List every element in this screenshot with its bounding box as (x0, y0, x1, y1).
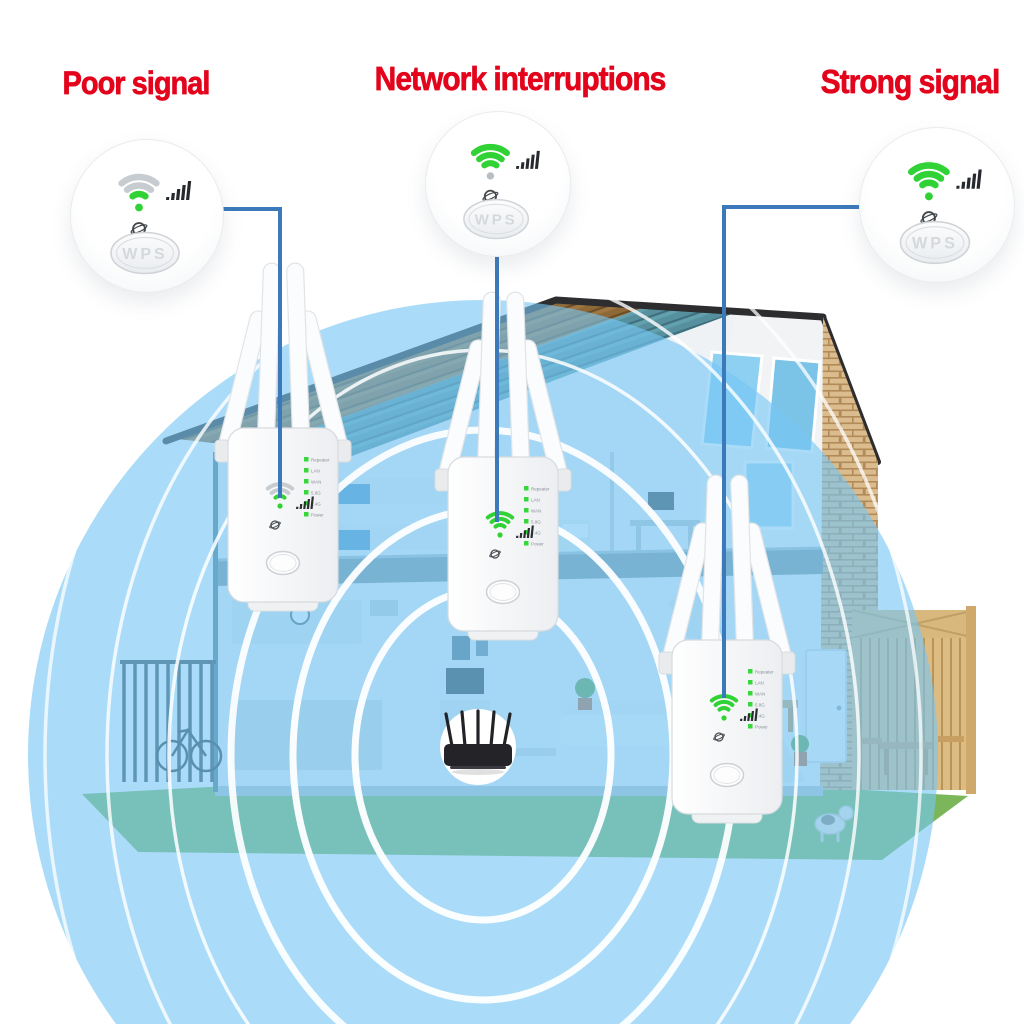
caption-strong-signal: Strong signal (820, 64, 1000, 102)
router (444, 709, 512, 775)
wifi-dot (135, 203, 143, 212)
signal-bars-icon (166, 181, 192, 200)
wps-button-label: WPS (912, 235, 958, 253)
wifi-dot (924, 192, 933, 201)
wifi-dot (486, 172, 495, 180)
wifi-arcs-strong (485, 511, 515, 538)
wps-button (463, 198, 530, 240)
callout-network-interruptions: WPS (425, 111, 571, 257)
callout-connectors (222, 205, 859, 698)
signal-ring (105, 268, 861, 1024)
wifi-icon-interrupted (470, 143, 510, 169)
caption-poor-signal: Poor signal (62, 66, 211, 103)
wps-button (110, 231, 180, 275)
wifi-icon-strong (907, 162, 950, 189)
connector-strong (722, 205, 859, 698)
signal-bars-icon (956, 169, 982, 189)
signal-bars-icon (516, 150, 540, 169)
wps-button-label: WPS (475, 212, 518, 229)
wifi-repeater-middle (434, 291, 572, 641)
wifi-repeater-left (214, 262, 352, 612)
wifi-icon-weak (118, 173, 160, 200)
connector-poor (222, 207, 282, 498)
callout-poor-signal: WPS (70, 139, 224, 293)
caption-network-interruptions: Network interruptions (374, 61, 666, 99)
router-badge (440, 709, 516, 785)
wifi-repeater-right (658, 474, 796, 824)
wps-button (899, 220, 971, 265)
wps-button-label: WPS (122, 246, 167, 263)
callout-strong-signal: WPS (859, 127, 1015, 283)
